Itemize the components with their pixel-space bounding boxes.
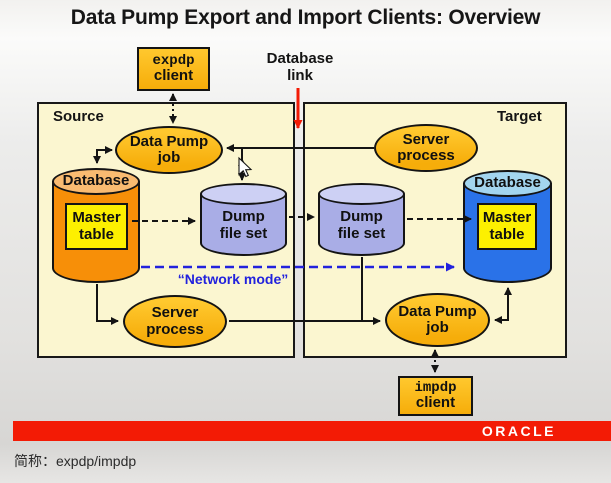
expdp-client-box: expdp client [137, 47, 210, 91]
oracle-brand-bar: ORACLE [13, 421, 611, 441]
expdp-command: expdp [152, 52, 195, 69]
source-dump-file-set-label: Dump file set [219, 208, 268, 242]
impdp-client-box: impdp client [398, 376, 473, 416]
expdp-client-label: client [153, 67, 194, 85]
oracle-logo: ORACLE [481, 423, 556, 439]
page-title: Data Pump Export and Import Clients: Ove… [70, 6, 541, 29]
source-dump-file-set-cylinder: Dump file set [200, 183, 287, 256]
target-dump-file-set-cylinder: Dump file set [318, 183, 405, 256]
target-database-cylinder-top [463, 170, 552, 197]
source-server-process-node: Server process [123, 295, 227, 348]
impdp-command: impdp [414, 379, 457, 396]
target-dump-file-set-label: Dump file set [337, 208, 386, 242]
source-master-table: Master table [65, 203, 128, 250]
caption-text: 简称：expdp/impdp [14, 453, 137, 469]
source-database-cylinder-top [52, 168, 140, 195]
source-database-label: Database [62, 172, 130, 189]
source-dump-cylinder-top [200, 183, 287, 205]
target-data-pump-job-node: Data Pump job [385, 293, 490, 347]
target-master-table: Master table [477, 203, 537, 250]
network-mode-label: “Network mode” [177, 271, 289, 287]
target-dump-cylinder-top [318, 183, 405, 205]
target-server-process-node: Server process [374, 124, 478, 172]
impdp-client-label: client [415, 394, 456, 412]
target-panel-label: Target [497, 108, 542, 125]
source-panel-label: Source [53, 108, 104, 125]
source-data-pump-job-node: Data Pump job [115, 126, 223, 174]
database-link-label: Database link [266, 50, 334, 85]
target-database-label: Database [474, 174, 541, 191]
